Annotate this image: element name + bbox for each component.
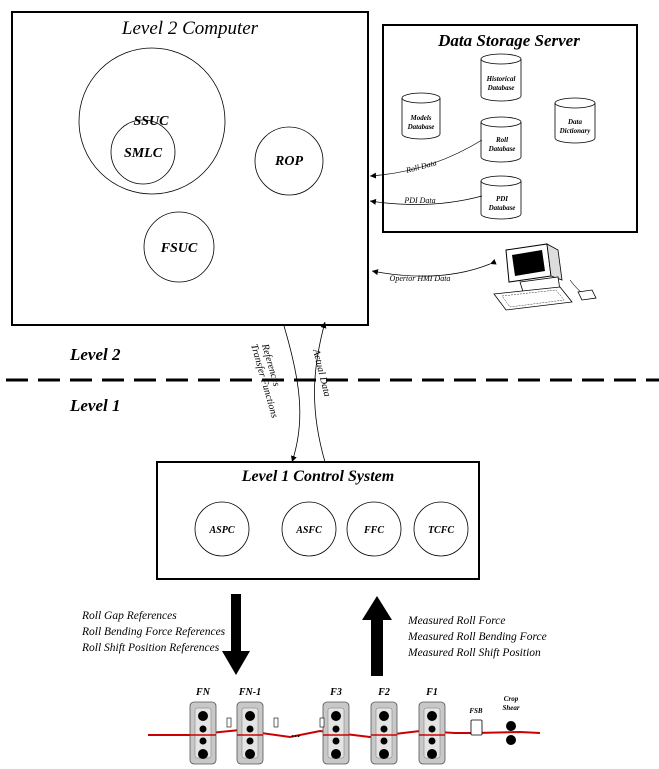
- mill-stand-f2: [370, 701, 398, 765]
- svg-text:Measured Roll Shift Position: Measured Roll Shift Position: [407, 647, 541, 659]
- down-arrow: [222, 594, 250, 675]
- svg-text:Measured Roll Force: Measured Roll Force: [407, 615, 506, 627]
- stand-label-f2: F2: [377, 687, 390, 698]
- actual-data-link: Actual Data: [310, 321, 333, 463]
- svg-text:Measured Roll Bending Force: Measured Roll Bending Force: [407, 631, 547, 643]
- svg-text:Roll Data: Roll Data: [404, 158, 438, 175]
- stand-label-fn: FN: [195, 687, 211, 698]
- svg-text:Database: Database: [407, 123, 435, 131]
- data-storage-server-box: Data Storage Server Historical Database …: [382, 24, 638, 233]
- asfc-circle: [281, 501, 337, 557]
- stand-label-f3: F3: [329, 687, 342, 698]
- aspc-circle: [194, 501, 250, 557]
- svg-text:ASFC: ASFC: [295, 525, 322, 536]
- svg-text:FFC: FFC: [363, 525, 384, 536]
- smlc-label: SMLC: [124, 146, 163, 161]
- level2-computer-title: Level 2 Computer: [121, 18, 259, 39]
- svg-text:Roll Shift Position References: Roll Shift Position References: [81, 642, 220, 654]
- svg-text:Historical: Historical: [486, 75, 516, 83]
- mill-stand-f3: [322, 701, 350, 765]
- mill-stands: [189, 701, 446, 765]
- svg-text:ASPC: ASPC: [208, 525, 234, 536]
- svg-text:Roll: Roll: [495, 136, 508, 144]
- level1-control-title: Level 1 Control System: [241, 468, 394, 485]
- mill-stand-f1: [418, 701, 446, 765]
- stand-ellipsis: ...: [292, 726, 301, 740]
- stand-label-fn-1: FN-1: [238, 687, 261, 698]
- historical-database: Historical Database: [480, 53, 522, 102]
- level2-computer-box: Level 2 Computer SSUC SMLC ROP FSUC: [11, 11, 369, 326]
- looper-1: [273, 717, 279, 728]
- svg-text:Opertor HMI Data: Opertor HMI Data: [390, 274, 451, 283]
- rop-circle: [254, 126, 324, 196]
- ssuc-circle: [78, 47, 226, 195]
- down-labels: Roll Gap References Roll Bending Force R…: [81, 610, 226, 654]
- up-labels: Measured Roll Force Measured Roll Bendin…: [407, 615, 547, 659]
- models-database: Models Database: [401, 92, 441, 140]
- mill-stand-fn-1: [236, 701, 264, 765]
- roll-data-link: Roll Data: [369, 139, 483, 179]
- hmi-data-link: Opertor HMI Data: [371, 258, 497, 283]
- strip: [148, 728, 541, 739]
- crop-shear-icon: Crop Shear: [502, 695, 520, 745]
- data-storage-title: Data Storage Server: [437, 31, 580, 50]
- level2-label: Level 2: [69, 345, 121, 364]
- svg-text:TCFC: TCFC: [428, 525, 454, 536]
- rop-label: ROP: [274, 154, 303, 169]
- fsb-icon: FSB: [469, 707, 483, 736]
- svg-text:Database: Database: [488, 204, 516, 212]
- svg-text:Database: Database: [487, 84, 515, 92]
- svg-text:Roll Bending Force References: Roll Bending Force References: [81, 626, 226, 638]
- references-link: References Transfer Functions: [248, 325, 301, 463]
- svg-text:Crop: Crop: [504, 695, 519, 703]
- svg-text:Shear: Shear: [502, 704, 519, 712]
- svg-text:Roll Gap References: Roll Gap References: [81, 610, 177, 622]
- svg-text:Actual Data: Actual Data: [310, 347, 333, 398]
- svg-text:Models: Models: [410, 114, 432, 122]
- svg-text:PDI Data: PDI Data: [403, 196, 435, 205]
- svg-text:FSB: FSB: [469, 707, 483, 715]
- up-arrow: [362, 596, 392, 676]
- svg-text:Dictionary: Dictionary: [559, 127, 592, 135]
- tcfc-circle: [413, 501, 469, 557]
- svg-text:PDI: PDI: [496, 195, 508, 203]
- pdi-data-link: PDI Data: [369, 195, 483, 205]
- looper-0: [226, 717, 232, 728]
- stand-label-f1: F1: [425, 687, 438, 698]
- level1-label: Level 1: [69, 396, 121, 415]
- level1-control-box: Level 1 Control System ASPC ASFC FFC TCF…: [156, 461, 480, 580]
- smlc-circle: [110, 119, 176, 185]
- fsuc-circle: [143, 211, 215, 283]
- data-dictionary: Data Dictionary: [554, 97, 596, 144]
- mill-stand-fn: [189, 701, 217, 765]
- svg-text:Database: Database: [488, 145, 516, 153]
- rolling-mill: FN FN-1 F3 F2 F1 ... FSB Crop Shear: [148, 687, 541, 765]
- svg-text:Data: Data: [567, 118, 583, 126]
- fsuc-label: FSUC: [160, 241, 198, 256]
- looper-2: [319, 717, 325, 728]
- roll-database: Roll Database: [480, 116, 522, 163]
- ffc-circle: [346, 501, 402, 557]
- pdi-database: PDI Database: [480, 175, 522, 220]
- computer-workstation-icon: [493, 243, 597, 311]
